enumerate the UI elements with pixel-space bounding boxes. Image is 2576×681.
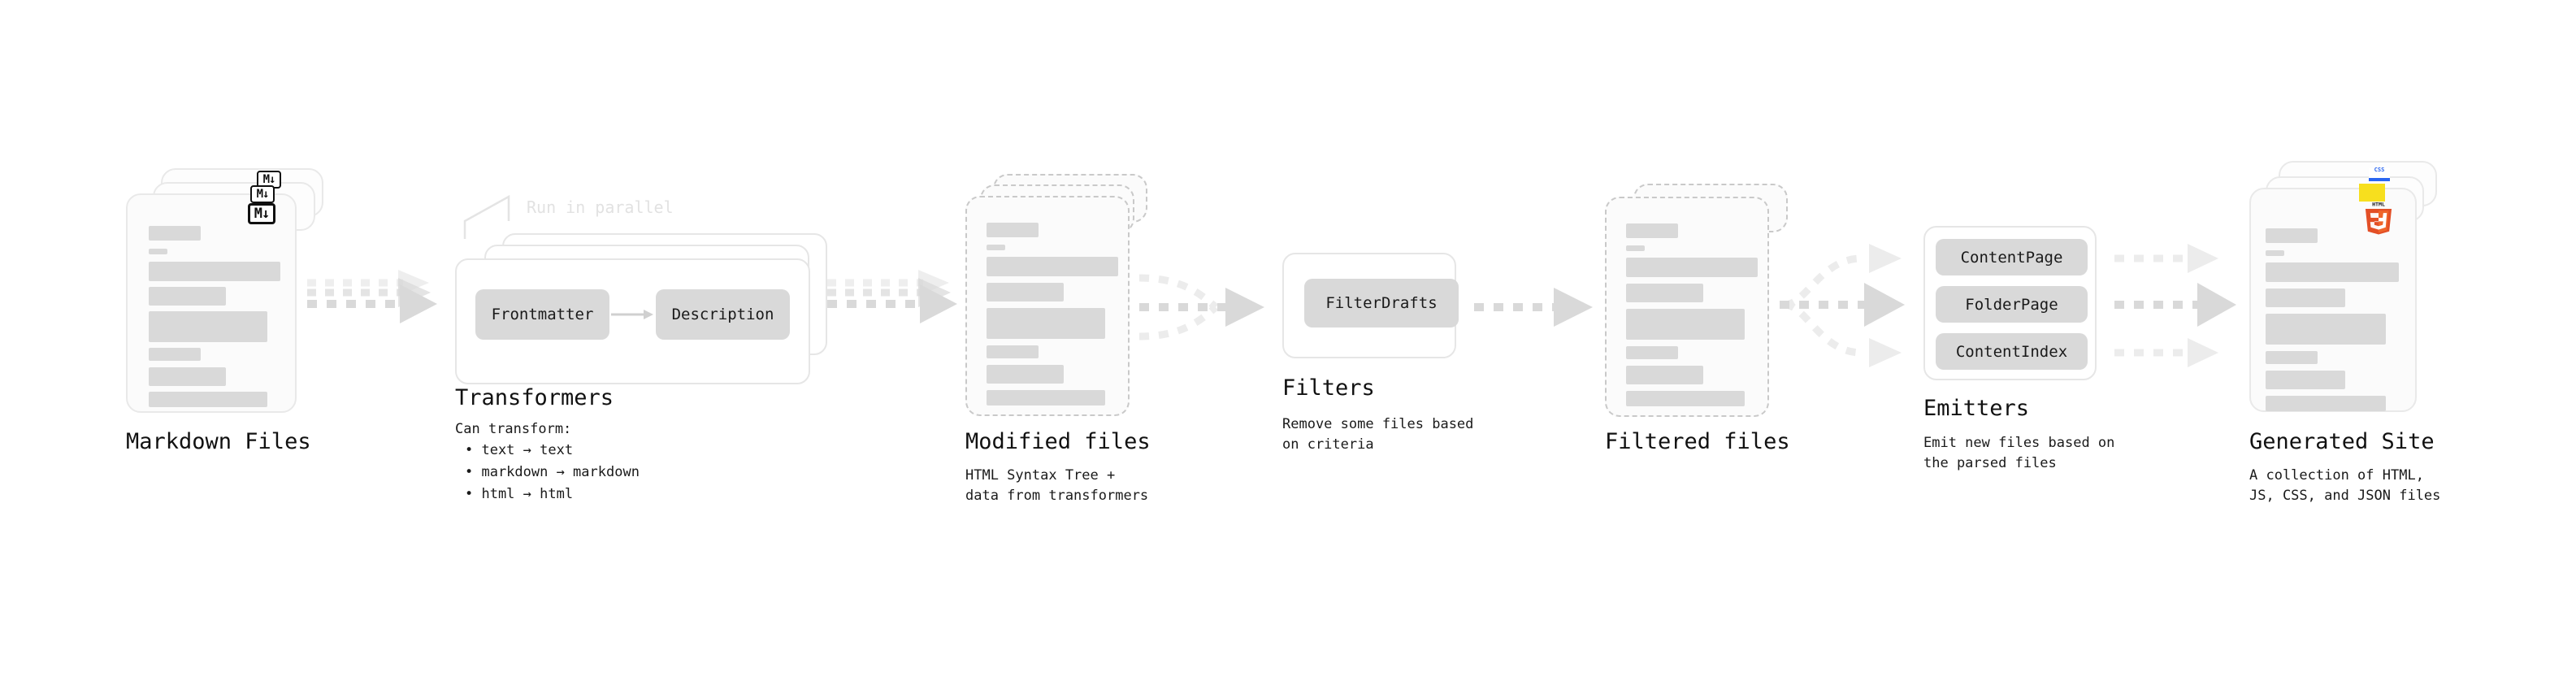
- emitter-chip-folderpage[interactable]: FolderPage: [1936, 286, 2088, 323]
- transformer-box-front[interactable]: Frontmatter Description: [455, 258, 810, 384]
- skeleton-bar: [987, 245, 1005, 250]
- connector-transformers-to-modified: [827, 270, 957, 323]
- skeleton-bar: [2266, 250, 2284, 256]
- skeleton-bar: [2266, 288, 2345, 307]
- connector-emitters-to-site: [2114, 244, 2236, 367]
- markdown-badge-text: M↓: [262, 173, 276, 186]
- skeleton-bar: [149, 367, 226, 386]
- skeleton-bar: [2266, 314, 2386, 345]
- emitters-box[interactable]: ContentPage FolderPage ContentIndex: [1923, 226, 2097, 380]
- skeleton-bar: [149, 392, 267, 407]
- skeleton-bar: [2266, 396, 2386, 411]
- stage-desc-modified-files: HTML Syntax Tree + data from transformer…: [965, 467, 1149, 504]
- connector-filters-to-filtered: [1474, 288, 1593, 327]
- skeleton-bar: [987, 365, 1064, 384]
- skeleton-bar: [1626, 309, 1745, 340]
- svg-text:HTML: HTML: [2372, 201, 2385, 207]
- emitter-chip-label: ContentPage: [1960, 248, 2063, 267]
- emitter-chip-contentindex[interactable]: ContentIndex: [1936, 333, 2088, 370]
- transformer-chip-description[interactable]: Description: [656, 289, 790, 340]
- skeleton-bar: [1626, 223, 1678, 238]
- skeleton-bar: [1626, 258, 1758, 277]
- skeleton-bar: [987, 283, 1064, 301]
- transformer-chip-frontmatter[interactable]: Frontmatter: [475, 289, 609, 340]
- stage-title-markdown-files: Markdown Files: [126, 429, 311, 454]
- skeleton-bar: [987, 390, 1105, 406]
- transformer-inner-arrow-front: [611, 310, 653, 319]
- markdown-badge-text: M↓: [256, 188, 270, 201]
- skeleton-bar: [149, 348, 201, 361]
- skeleton-bar: [1626, 391, 1745, 406]
- emitter-chip-label: FolderPage: [1965, 295, 2058, 314]
- skeleton-bar: [2266, 262, 2399, 282]
- stage-desc-emitters: Emit new files based on the parsed files: [1923, 435, 2115, 471]
- markdown-badge-front: M↓: [248, 203, 275, 224]
- transformers-bullet-0: • text → text: [465, 442, 574, 458]
- skeleton-bar: [987, 257, 1118, 276]
- markdown-badge-text: M↓: [254, 205, 271, 222]
- stage-desc-transformers: Can transform:: [455, 421, 572, 437]
- connector-md-to-transformers: [307, 270, 437, 323]
- stage-title-modified-files: Modified files: [965, 429, 1151, 454]
- markdown-card-front: [126, 193, 297, 413]
- js-badge: [2359, 184, 2385, 202]
- run-in-parallel-bracket: [463, 194, 510, 239]
- filtered-card-front: [1605, 197, 1769, 417]
- transformers-bullet-1: • markdown → markdown: [465, 464, 640, 480]
- skeleton-bar: [2266, 228, 2318, 243]
- markdown-badge-middle: M↓: [250, 185, 275, 203]
- css3-badge: CSS: [2369, 167, 2390, 181]
- stage-title-filters: Filters: [1282, 375, 1375, 401]
- skeleton-bar: [1626, 346, 1678, 359]
- skeleton-bar: [2266, 351, 2318, 364]
- stage-title-transformers: Transformers: [455, 385, 614, 410]
- skeleton-bar: [149, 249, 167, 254]
- modified-card-front: [965, 196, 1130, 416]
- skeleton-bar: [987, 345, 1039, 358]
- connector-filtered-to-emitters: [1780, 244, 1905, 367]
- html5-badge: HTML: [2365, 201, 2392, 235]
- skeleton-bar: [1626, 245, 1645, 251]
- transformers-bullet-2: • html → html: [465, 486, 574, 502]
- stage-title-filtered-files: Filtered files: [1605, 429, 1790, 454]
- skeleton-bar: [1626, 284, 1703, 302]
- skeleton-bar: [2266, 371, 2345, 389]
- css3-badge-text: CSS: [2374, 167, 2385, 173]
- skeleton-bar: [149, 287, 226, 306]
- filters-box[interactable]: FilterDrafts: [1282, 253, 1459, 358]
- skeleton-bar: [149, 311, 267, 342]
- filter-chip-label: FilterDrafts: [1325, 294, 1438, 312]
- filter-chip-filterdrafts[interactable]: FilterDrafts: [1304, 279, 1459, 327]
- skeleton-bar: [149, 262, 280, 281]
- skeleton-bar: [987, 223, 1039, 237]
- connector-modified-to-filters: [1138, 274, 1264, 340]
- transformer-chip-label: Frontmatter: [491, 306, 594, 323]
- emitter-chip-label: ContentIndex: [1955, 342, 2068, 361]
- transformer-chip-label: Description: [671, 306, 774, 323]
- stage-desc-filters: Remove some files based on criteria: [1282, 416, 1474, 453]
- stage-desc-generated-site: A collection of HTML, JS, CSS, and JSON …: [2249, 467, 2441, 504]
- emitter-chip-contentpage[interactable]: ContentPage: [1936, 239, 2088, 275]
- skeleton-bar: [987, 308, 1105, 339]
- run-in-parallel-label: Run in parallel: [527, 197, 674, 217]
- stage-title-emitters: Emitters: [1923, 396, 2030, 421]
- css3-badge-bar: [2369, 178, 2390, 181]
- stage-title-generated-site: Generated Site: [2249, 429, 2435, 454]
- skeleton-bar: [149, 226, 201, 241]
- skeleton-bar: [1626, 366, 1703, 384]
